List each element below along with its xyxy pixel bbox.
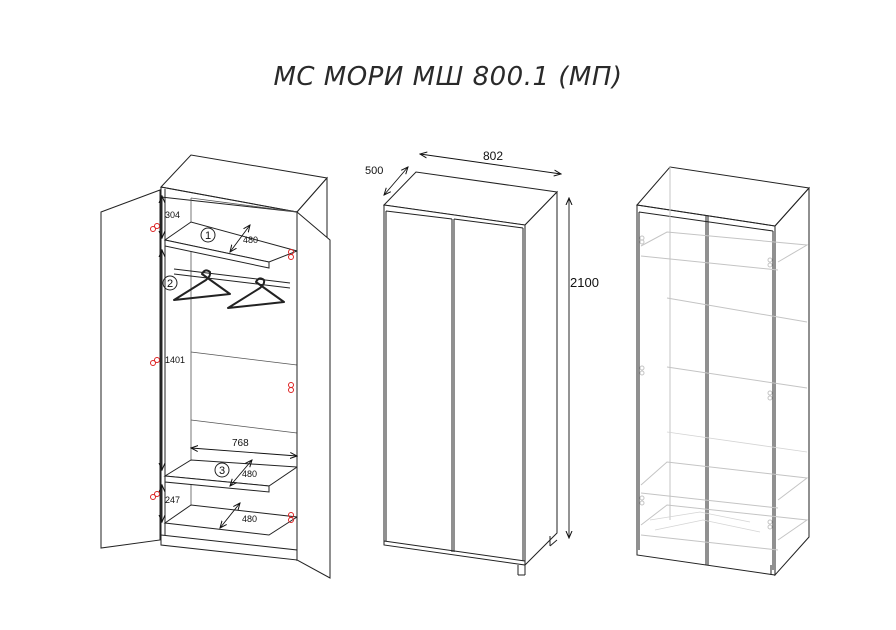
hanger-1-icon bbox=[173, 269, 231, 301]
left-door bbox=[100, 189, 161, 549]
right-door bbox=[296, 210, 331, 579]
svg-text:1: 1 bbox=[205, 230, 211, 242]
dim-shelf-depth-bottom: 480 bbox=[242, 514, 257, 524]
hinge-markers bbox=[150, 223, 294, 523]
dim-shelf-depth-3: 480 bbox=[242, 469, 257, 479]
top-panel bbox=[160, 154, 328, 213]
dim-middle-section: 1401 bbox=[165, 355, 185, 365]
dim-bottom-section: 247 bbox=[165, 495, 180, 505]
closed-wardrobe-view: 802 500 2100 bbox=[365, 149, 599, 576]
svg-text:3: 3 bbox=[219, 465, 225, 477]
hanger-2-icon bbox=[227, 277, 285, 309]
dim-top-section: 304 bbox=[165, 210, 180, 220]
dim-inner-width: 768 bbox=[232, 438, 249, 449]
callout-1: 1 bbox=[200, 227, 216, 243]
open-wardrobe-view: 1 2 3 304 1401 247 480 480 480 bbox=[100, 154, 331, 579]
dim-shelf-depth-1: 480 bbox=[243, 235, 258, 245]
dim-height: 2100 bbox=[570, 275, 599, 290]
bottom-shelf bbox=[163, 504, 299, 536]
product-title: МС МОРИ МШ 800.1 (МП) bbox=[273, 62, 623, 92]
svg-text:2: 2 bbox=[167, 278, 173, 290]
dim-depth: 500 bbox=[365, 165, 383, 177]
callout-3: 3 bbox=[214, 462, 230, 478]
dim-width: 802 bbox=[483, 149, 503, 163]
xray-wardrobe-view bbox=[636, 166, 810, 577]
side-surface bbox=[524, 190, 558, 567]
